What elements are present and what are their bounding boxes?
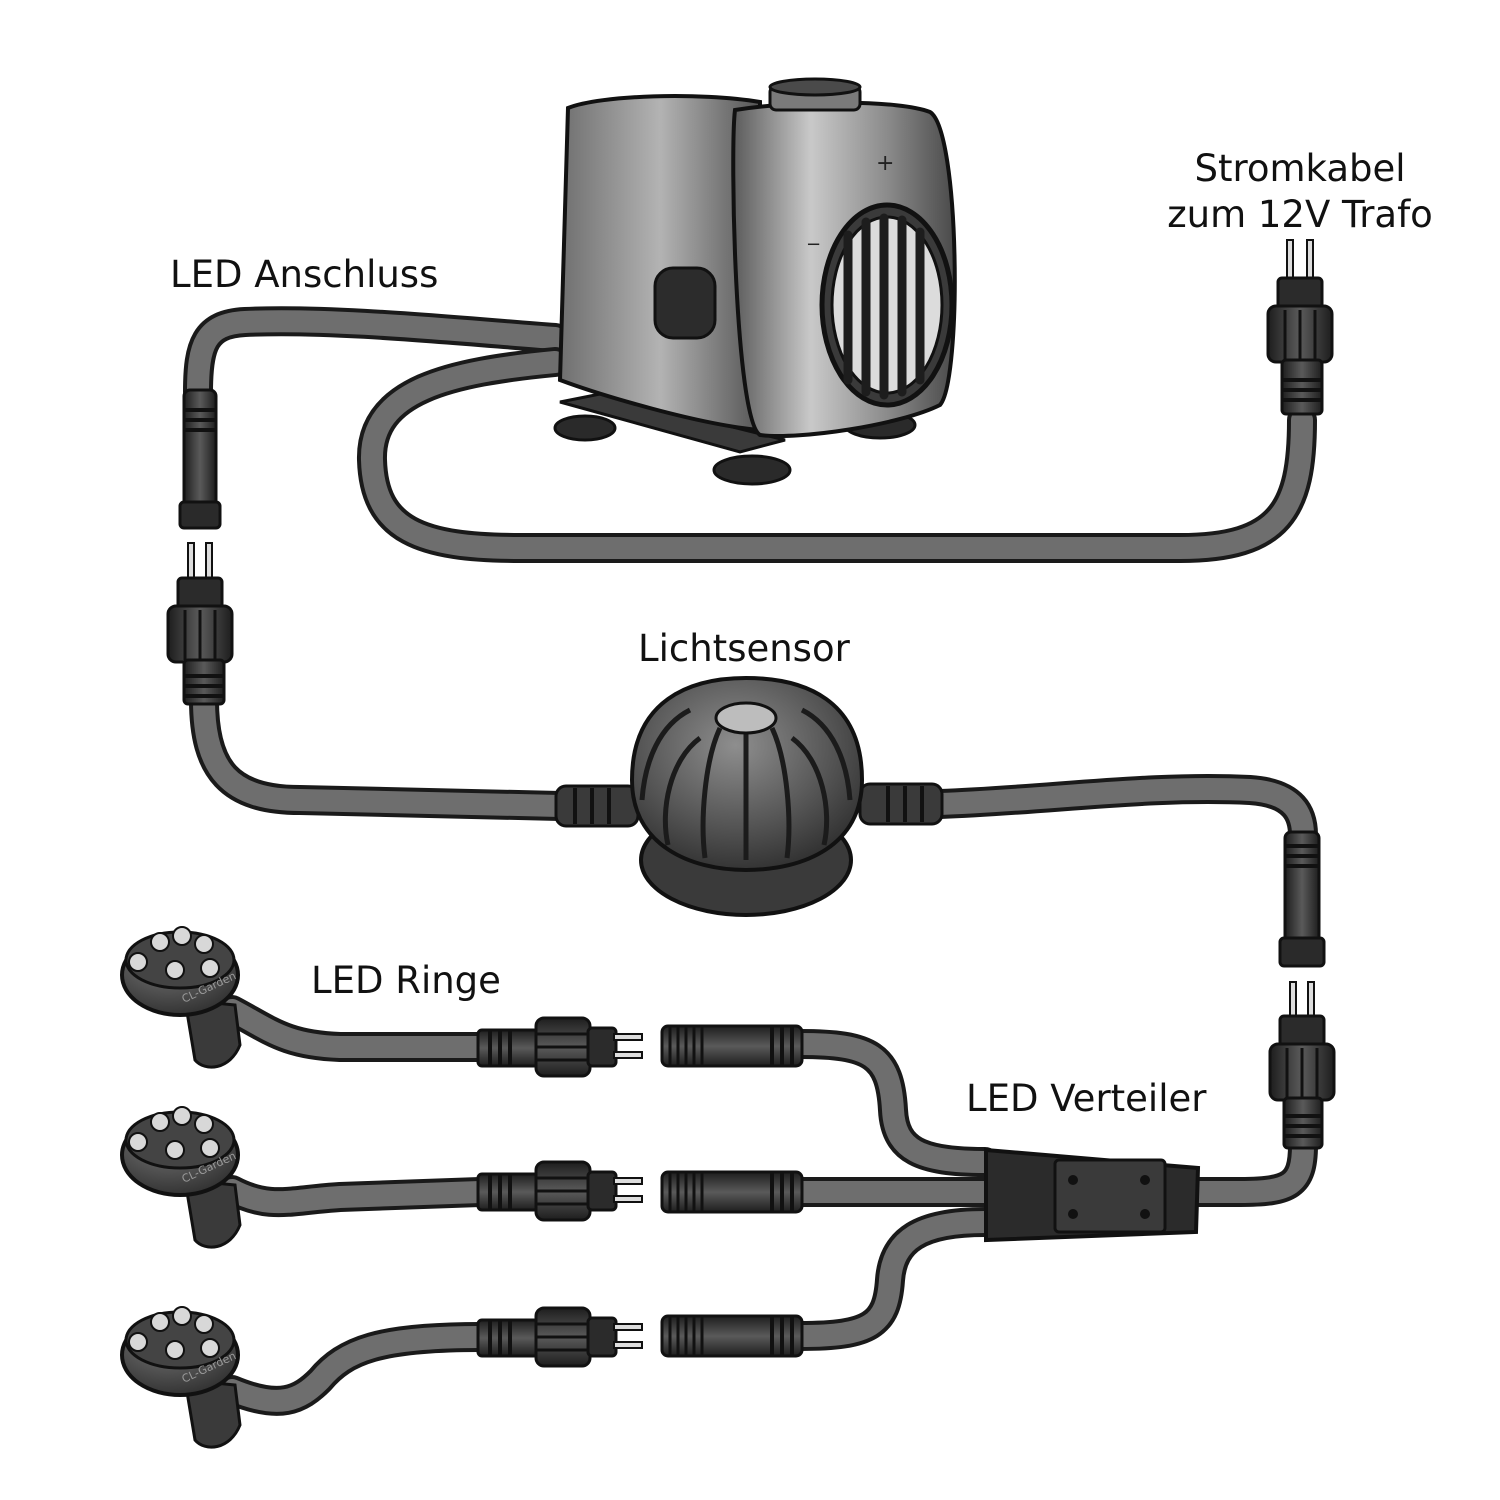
led-ring-2: CL-Garden	[120, 1106, 242, 1249]
led-ring-3: CL-Garden	[120, 1306, 242, 1449]
sensor-strain-relief-left	[554, 784, 640, 828]
ring-connector-pair-2	[476, 1160, 804, 1222]
label-led-verteiler: LED Verteiler	[966, 1077, 1207, 1120]
cable-verteiler-out-3	[785, 1207, 1000, 1351]
cable-ring-1	[217, 995, 495, 1062]
pump-slot	[653, 266, 717, 340]
connector-right-female	[1278, 830, 1326, 968]
led-distributor	[984, 1147, 1201, 1243]
cable-ring-2	[217, 1175, 495, 1218]
cable-verteiler-out-1	[785, 1029, 1000, 1177]
light-sensor	[554, 675, 944, 917]
connector-power-plug	[1266, 239, 1334, 416]
cable-power-loop	[356, 347, 1317, 563]
connector-left-male	[166, 542, 234, 706]
cable-to-sensor	[189, 685, 575, 821]
sensor-strain-relief-right	[858, 782, 944, 826]
sensor-ribs	[639, 707, 853, 860]
pump-outlet	[768, 77, 862, 112]
connector-right-male	[1268, 981, 1336, 1150]
cables	[183, 306, 1318, 1416]
cable-sensor-right	[925, 774, 1318, 850]
label-stromkabel-line1: Stromkabel	[1194, 147, 1406, 190]
ring-connector-pair-1	[476, 1016, 804, 1078]
cable-ring-3	[217, 1322, 495, 1416]
cable-led-anschluss	[183, 306, 570, 407]
cable-to-verteiler	[1180, 1130, 1318, 1207]
connector-left-female	[178, 388, 222, 530]
label-led-anschluss: LED Anschluss	[170, 253, 439, 296]
pump-intake-grille	[819, 202, 955, 408]
pump-plus-mark: +	[876, 151, 894, 176]
sensor-eye	[714, 701, 778, 735]
led-ring-1: CL-Garden	[120, 926, 242, 1069]
pump: + −	[553, 77, 957, 486]
pump-minus-mark: −	[806, 234, 821, 255]
ring-connector-pair-3	[476, 1306, 804, 1368]
label-led-ringe: LED Ringe	[311, 959, 501, 1002]
label-lichtsensor: Lichtsensor	[638, 627, 850, 670]
label-stromkabel: Stromkabel zum 12V Trafo	[1165, 146, 1435, 238]
label-stromkabel-line2: zum 12V Trafo	[1167, 193, 1433, 236]
